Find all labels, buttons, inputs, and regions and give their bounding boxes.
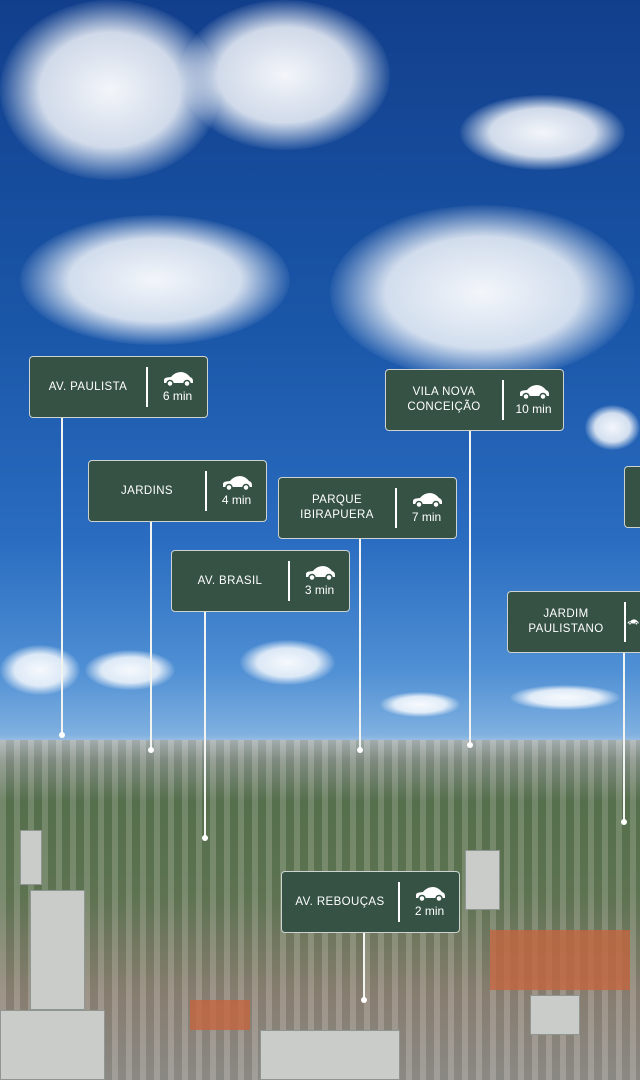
car-icon <box>304 565 336 581</box>
drive-time: 6 min <box>162 389 193 403</box>
cloud <box>380 692 460 717</box>
pin-dot <box>148 747 154 753</box>
building <box>20 830 42 885</box>
rooftops <box>490 930 630 990</box>
pin-line <box>469 430 471 745</box>
pin-dot <box>467 742 473 748</box>
location-label-vila-nova-conceicao: VILA NOVA CONCEIÇÃO 10 min <box>385 369 564 431</box>
pin-dot <box>621 819 627 825</box>
car-icon <box>414 886 446 902</box>
pin-line <box>363 932 365 1000</box>
location-label-jardins: JARDINS 4 min <box>88 460 267 522</box>
location-name: AV. BRASIL <box>197 574 263 587</box>
divider <box>502 380 504 420</box>
building <box>530 995 580 1035</box>
building <box>260 1030 400 1080</box>
building <box>30 890 85 1010</box>
cloud <box>0 645 80 695</box>
divider <box>624 602 626 642</box>
location-label-parque-ibirapuera: PARQUE IBIRAPUERA 7 min <box>278 477 457 539</box>
pin-dot <box>59 732 65 738</box>
car-icon <box>221 475 253 491</box>
pin-line <box>204 611 206 838</box>
location-name: JARDINS <box>120 484 173 497</box>
location-name: JARDIM PAULISTANO <box>528 608 604 635</box>
pin-dot <box>357 747 363 753</box>
car-icon <box>518 384 550 400</box>
rooftops <box>190 1000 250 1030</box>
cloud <box>330 205 635 380</box>
building <box>465 850 500 910</box>
drive-time: 7 min <box>411 510 442 524</box>
divider <box>205 471 207 511</box>
pin-dot <box>361 997 367 1003</box>
divider <box>398 882 400 922</box>
building <box>0 1010 105 1080</box>
cloud <box>180 0 390 150</box>
divider <box>146 367 148 407</box>
location-label-offscreen <box>624 466 640 528</box>
location-label-jardim-paulistano: JARDIM PAULISTANO <box>507 591 640 653</box>
divider <box>395 488 397 528</box>
location-name: VILA NOVA CONCEIÇÃO <box>407 386 481 413</box>
pin-line <box>150 521 152 750</box>
pin-dot <box>202 835 208 841</box>
drive-time: 4 min <box>221 493 252 507</box>
drive-time: 3 min <box>304 583 335 597</box>
cloud <box>585 405 640 450</box>
car-icon <box>162 371 194 387</box>
cloud <box>240 640 335 685</box>
cloud <box>85 650 175 690</box>
pin-line <box>61 417 63 735</box>
location-label-av-paulista: AV. PAULISTA 6 min <box>29 356 208 418</box>
location-name: AV. REBOUÇAS <box>295 895 385 908</box>
pin-line <box>359 538 361 750</box>
cloud <box>510 685 620 710</box>
cloud <box>460 95 625 170</box>
cloud <box>20 215 290 345</box>
location-name: AV. PAULISTA <box>48 380 128 393</box>
location-label-av-brasil: AV. BRASIL 3 min <box>171 550 350 612</box>
divider <box>288 561 290 601</box>
pin-line <box>623 652 625 822</box>
location-label-av-reboucas: AV. REBOUÇAS 2 min <box>281 871 460 933</box>
drive-time: 2 min <box>414 904 445 918</box>
location-name: PARQUE IBIRAPUERA <box>300 494 374 521</box>
drive-time: 10 min <box>515 402 552 416</box>
car-icon <box>411 492 443 508</box>
car-icon <box>627 618 639 626</box>
